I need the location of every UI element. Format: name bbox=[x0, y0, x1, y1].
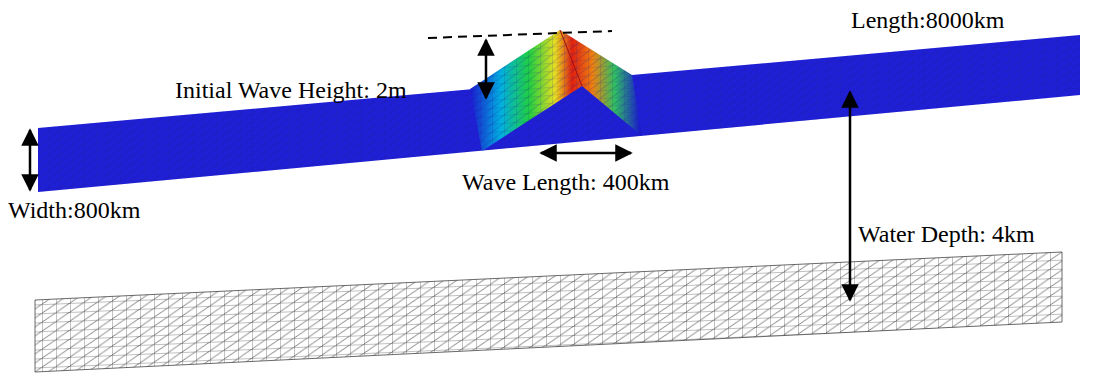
width-arrow bbox=[29, 130, 32, 190]
wave-length-arrow bbox=[541, 152, 631, 155]
initial-wave-mesh bbox=[470, 30, 642, 151]
water-depth-arrow bbox=[849, 92, 852, 300]
seabed-mesh-grid bbox=[35, 252, 1062, 372]
initial-wave bbox=[470, 30, 642, 151]
wave-height-arrow bbox=[485, 40, 488, 98]
dimension-label: Width:800km bbox=[8, 198, 140, 222]
dimension-label: Wave Length: 400km bbox=[462, 170, 669, 194]
dimension-label: Initial Wave Height: 2m bbox=[175, 78, 407, 102]
dimension-label: Length:8000km bbox=[851, 8, 1004, 32]
dimension-label: Water Depth: 4km bbox=[858, 222, 1035, 246]
wave-crest-line bbox=[560, 30, 582, 86]
seabed-mesh bbox=[35, 252, 1062, 372]
dashed-reference-line bbox=[428, 31, 612, 38]
